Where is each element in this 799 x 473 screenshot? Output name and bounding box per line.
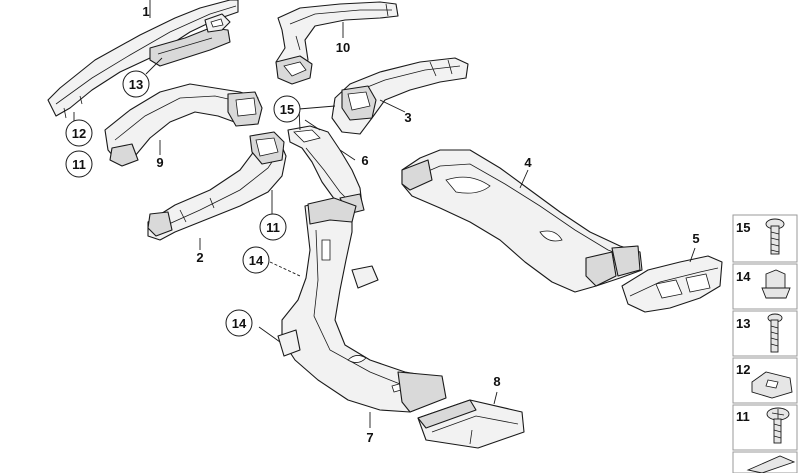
- svg-text:14: 14: [736, 269, 751, 284]
- part-1-dashboard-duct[interactable]: [47, 0, 239, 119]
- part-8-floor-duct-extension[interactable]: [417, 399, 525, 449]
- svg-text:14: 14: [249, 253, 264, 268]
- circle-callout-11-left: 11: [65, 150, 93, 178]
- part-9-left-duct[interactable]: [104, 83, 263, 167]
- svg-text:11: 11: [266, 220, 280, 235]
- svg-text:14: 14: [232, 316, 247, 331]
- part-6-center-vertical-duct[interactable]: [287, 125, 365, 215]
- legend-item-12-clip[interactable]: 12: [732, 357, 798, 404]
- nut-icon: [761, 269, 791, 299]
- part-3-center-duct[interactable]: [331, 57, 469, 135]
- legend-item-15-screw[interactable]: 15: [732, 214, 798, 263]
- part-5-duct-bracket[interactable]: [621, 255, 723, 313]
- svg-text:13: 13: [736, 316, 750, 331]
- callout-2: 2: [196, 250, 203, 265]
- circle-callout-14-upper: 14: [242, 246, 270, 274]
- callout-8: 8: [493, 374, 500, 389]
- part-10-upper-duct[interactable]: [275, 1, 399, 85]
- legend-item-11-screw[interactable]: 11: [732, 404, 798, 451]
- bolt-icon: [767, 313, 783, 353]
- svg-text:12: 12: [72, 126, 86, 141]
- flange-screw-icon: [766, 407, 790, 444]
- svg-text:11: 11: [736, 409, 750, 424]
- svg-text:15: 15: [280, 102, 294, 117]
- callout-4: 4: [524, 155, 532, 170]
- hardware-legend: 15 14 13 12: [732, 214, 798, 473]
- circle-callout-11-center: 11: [259, 213, 287, 241]
- circle-callout-14-lower: 14: [225, 309, 253, 337]
- legend-item-footer: [732, 451, 798, 473]
- legend-item-14-nut[interactable]: 14: [732, 263, 798, 310]
- part-2-lower-left-duct[interactable]: [147, 131, 287, 241]
- callout-3: 3: [404, 110, 411, 125]
- circle-callout-12: 12: [65, 119, 93, 147]
- svg-text:13: 13: [129, 77, 143, 92]
- legend-item-13-bolt[interactable]: 13: [732, 310, 798, 357]
- circle-callout-15: 15: [273, 95, 301, 123]
- svg-text:12: 12: [736, 362, 750, 377]
- callout-5: 5: [692, 231, 699, 246]
- svg-text:11: 11: [72, 157, 86, 172]
- washer-icon: [746, 455, 796, 473]
- callout-1: 1: [142, 4, 149, 19]
- part-7-floor-duct[interactable]: [277, 197, 447, 413]
- callout-6: 6: [361, 153, 368, 168]
- screw-icon: [765, 218, 785, 255]
- callout-9: 9: [156, 155, 163, 170]
- callout-7: 7: [366, 430, 373, 445]
- part-4-rear-floor-duct[interactable]: [401, 149, 643, 293]
- clip-nut-icon: [751, 371, 793, 399]
- callout-10: 10: [336, 40, 350, 55]
- circle-callout-13: 13: [122, 70, 150, 98]
- svg-text:15: 15: [736, 220, 750, 235]
